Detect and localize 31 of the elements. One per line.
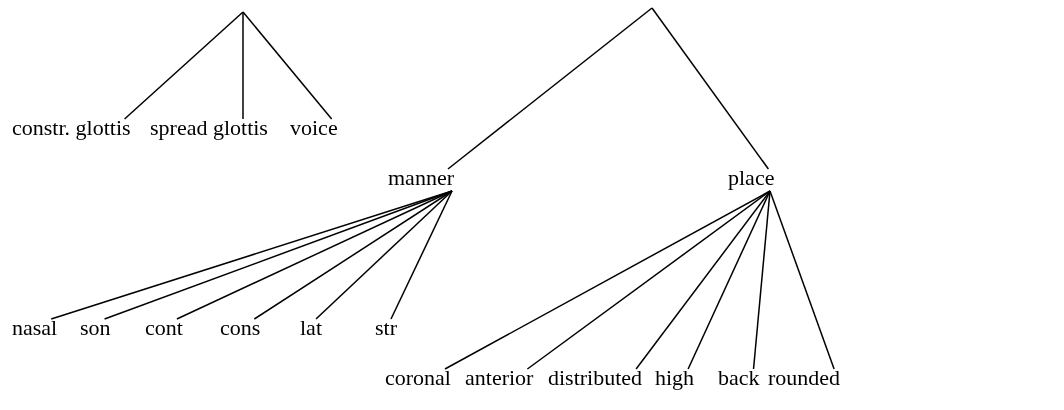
branch-line [769, 190, 835, 370]
branch-line [123, 11, 244, 120]
feature-label: anterior [465, 365, 534, 391]
feature-label: back [718, 365, 760, 391]
branch-line [526, 190, 771, 370]
branch-line [315, 190, 453, 320]
feature-label: constr. glottis [12, 115, 131, 141]
branch-line [651, 7, 770, 170]
feature-label: str [375, 315, 397, 341]
branch-line [635, 190, 771, 370]
feature-label: spread glottis [150, 115, 268, 141]
branch-line [444, 190, 771, 370]
feature-label: lat [300, 315, 322, 341]
feature-label: cons [220, 315, 261, 341]
branch-line [390, 190, 453, 320]
feature-label: high [655, 365, 695, 391]
branch-line [447, 7, 653, 170]
feature-label: manner [388, 165, 454, 191]
feature-label: place [728, 165, 775, 191]
feature-label: nasal [12, 315, 58, 341]
feature-label: cont [145, 315, 183, 341]
branch-line [242, 11, 333, 120]
branch-line [752, 190, 771, 370]
feature-label: voice [290, 115, 338, 141]
branch-line [176, 190, 453, 320]
branch-line [242, 11, 244, 120]
feature-label: coronal [385, 365, 451, 391]
branch-line [687, 190, 771, 370]
feature-label: distributed [548, 365, 643, 391]
feature-label: son [80, 315, 111, 341]
feature-label: rounded [768, 365, 841, 391]
